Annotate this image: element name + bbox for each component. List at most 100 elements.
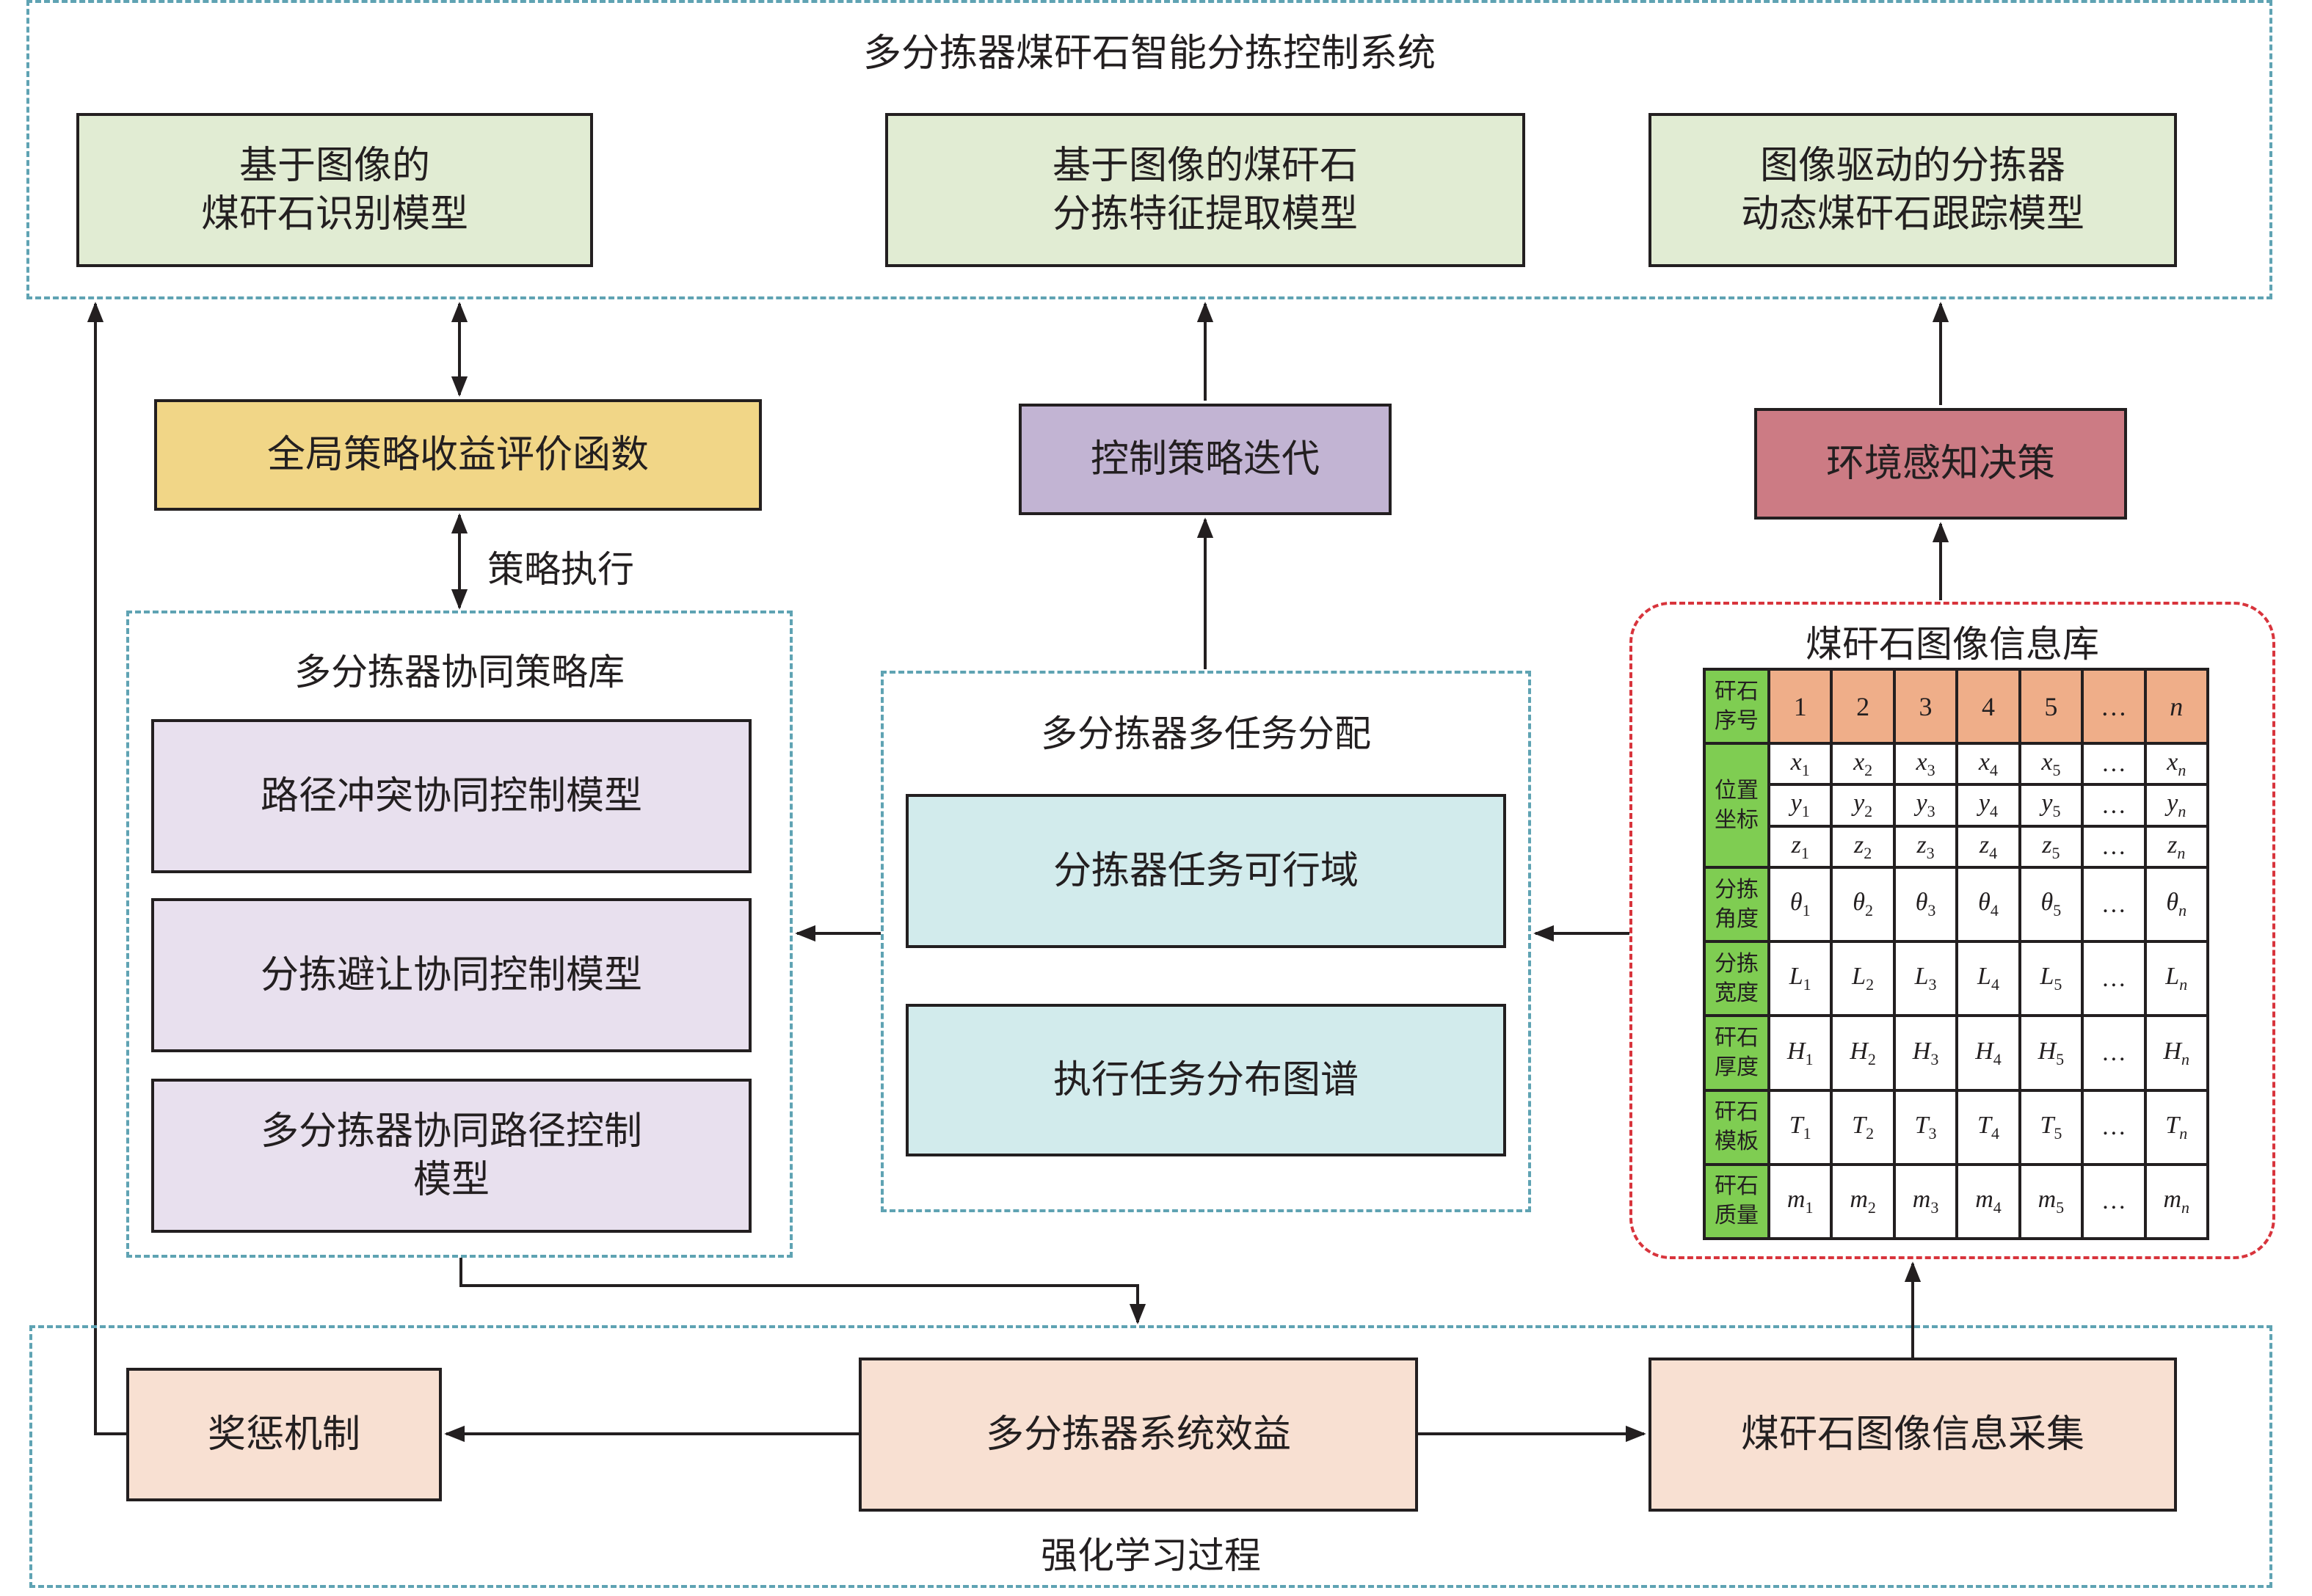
info-db-frame	[1629, 602, 2275, 1259]
table-cell: …	[2081, 940, 2147, 1018]
model-feature-line1: 基于图像的煤矸石	[1052, 144, 1358, 188]
model-recognition-line1: 基于图像的	[239, 144, 430, 188]
table-cell: …	[2081, 1088, 2147, 1166]
table-cell: z3	[1892, 824, 1959, 870]
arrow-reward-system	[87, 302, 126, 1435]
control-iteration-box[interactable]: 控制策略迭代	[1019, 404, 1392, 515]
model-feature-line2: 分拣特征提取模型	[1052, 192, 1358, 236]
table-cell: z5	[2018, 824, 2084, 870]
task-feasible-domain[interactable]: 分拣器任务可行域	[906, 794, 1506, 948]
column-header-cell: …	[2081, 667, 2147, 746]
table-cell: L5	[2018, 940, 2084, 1018]
model-tracking-line2: 动态煤矸石跟踪模型	[1740, 192, 2084, 236]
image-collection-box[interactable]: 煤矸石图像信息采集	[1648, 1358, 2177, 1512]
table-cell: θ5	[2018, 866, 2084, 944]
table-cell: m4	[1955, 1162, 2021, 1241]
system-frame	[26, 0, 2272, 299]
row-label-cell: 矸石模板	[1703, 1088, 1770, 1166]
strategy-path-control-line1: 多分拣器协同路径控制	[260, 1109, 642, 1154]
model-tracking[interactable]: 图像驱动的分拣器动态煤矸石跟踪模型	[1648, 113, 2177, 267]
rl-process-title: 强化学习过程	[1041, 1534, 1261, 1577]
table-cell: y4	[1955, 783, 2021, 828]
model-recognition-line2: 煤矸石识别模型	[200, 192, 468, 236]
table-cell: θ1	[1767, 866, 1833, 944]
table-cell: Tn	[2143, 1088, 2210, 1166]
strategy-path-conflict[interactable]: 路径冲突协同控制模型	[151, 719, 752, 873]
model-feature-extraction[interactable]: 基于图像的煤矸石分拣特征提取模型	[885, 113, 1525, 267]
table-cell: H2	[1830, 1014, 1896, 1092]
column-header-cell: 4	[1955, 667, 2021, 746]
table-cell: y1	[1767, 783, 1833, 828]
strategy-exec-label: 策略执行	[487, 548, 634, 591]
reward-mechanism-box[interactable]: 奖惩机制	[126, 1368, 442, 1501]
table-cell: zn	[2143, 824, 2210, 870]
strategy-path-control[interactable]: 多分拣器协同路径控制模型	[151, 1079, 752, 1233]
info-db-title: 煤矸石图像信息库	[1806, 623, 2099, 666]
table-cell: Hn	[2143, 1014, 2210, 1092]
table-cell: yn	[2143, 783, 2210, 828]
strategy-avoidance[interactable]: 分拣避让协同控制模型	[151, 898, 752, 1052]
table-cell: x3	[1892, 742, 1959, 787]
global-eval-box[interactable]: 全局策略收益评价函数	[154, 399, 762, 511]
column-header-cell: 2	[1830, 667, 1896, 746]
table-cell: θ4	[1955, 866, 2021, 944]
task-allocation-frame	[881, 671, 1531, 1212]
table-cell: x5	[2018, 742, 2084, 787]
table-cell: L4	[1955, 940, 2021, 1018]
table-cell: H3	[1892, 1014, 1959, 1092]
model-tracking-line1: 图像驱动的分拣器	[1759, 144, 2065, 188]
table-cell: T4	[1955, 1088, 2021, 1166]
table-cell: m2	[1830, 1162, 1896, 1241]
table-cell: …	[2081, 824, 2147, 870]
table-cell: H5	[2018, 1014, 2084, 1092]
table-cell: L1	[1767, 940, 1833, 1018]
table-cell: …	[2081, 1014, 2147, 1092]
table-cell: m1	[1767, 1162, 1833, 1241]
table-cell: T2	[1830, 1088, 1896, 1166]
header-label-cell: 矸石序号	[1703, 667, 1770, 746]
column-header-cell: 3	[1892, 667, 1959, 746]
table-cell: L3	[1892, 940, 1959, 1018]
table-cell: …	[2081, 866, 2147, 944]
table-cell: T3	[1892, 1088, 1959, 1166]
strategy-path-control-line2: 模型	[412, 1158, 490, 1202]
table-cell: …	[2081, 1162, 2147, 1241]
table-cell: θ2	[1830, 866, 1896, 944]
table-cell: …	[2081, 783, 2147, 828]
table-cell: H4	[1955, 1014, 2021, 1092]
table-cell: x4	[1955, 742, 2021, 787]
table-cell: …	[2081, 742, 2147, 787]
env-decision-box[interactable]: 环境感知决策	[1754, 408, 2127, 520]
strategy-library-frame	[126, 611, 793, 1258]
system-benefit-box[interactable]: 多分拣器系统效益	[859, 1358, 1418, 1512]
table-cell: θn	[2143, 866, 2210, 944]
table-cell: y3	[1892, 783, 1959, 828]
row-label-cell: 矸石厚度	[1703, 1014, 1770, 1092]
row-label-cell: 矸石质量	[1703, 1162, 1770, 1241]
task-distribution-map[interactable]: 执行任务分布图谱	[906, 1004, 1506, 1156]
table-cell: z4	[1955, 824, 2021, 870]
system-title: 多分拣器煤矸石智能分拣控制系统	[862, 32, 1436, 76]
table-cell: z1	[1767, 824, 1833, 870]
strategy-library-title: 多分拣器协同策略库	[294, 651, 625, 693]
arrow-strategy-rl	[459, 1258, 1146, 1324]
table-cell: m3	[1892, 1162, 1959, 1241]
strategy-path-conflict-label: 路径冲突协同控制模型	[260, 774, 642, 818]
table-cell: x2	[1830, 742, 1896, 787]
column-header-cell: 5	[2018, 667, 2084, 746]
row-label-cell: 分拣角度	[1703, 866, 1770, 944]
table-cell: y5	[2018, 783, 2084, 828]
column-header-cell: n	[2143, 667, 2210, 746]
table-cell: T5	[2018, 1088, 2084, 1166]
model-recognition[interactable]: 基于图像的煤矸石识别模型	[76, 113, 593, 267]
strategy-avoidance-label: 分拣避让协同控制模型	[260, 953, 642, 997]
column-header-cell: 1	[1767, 667, 1833, 746]
